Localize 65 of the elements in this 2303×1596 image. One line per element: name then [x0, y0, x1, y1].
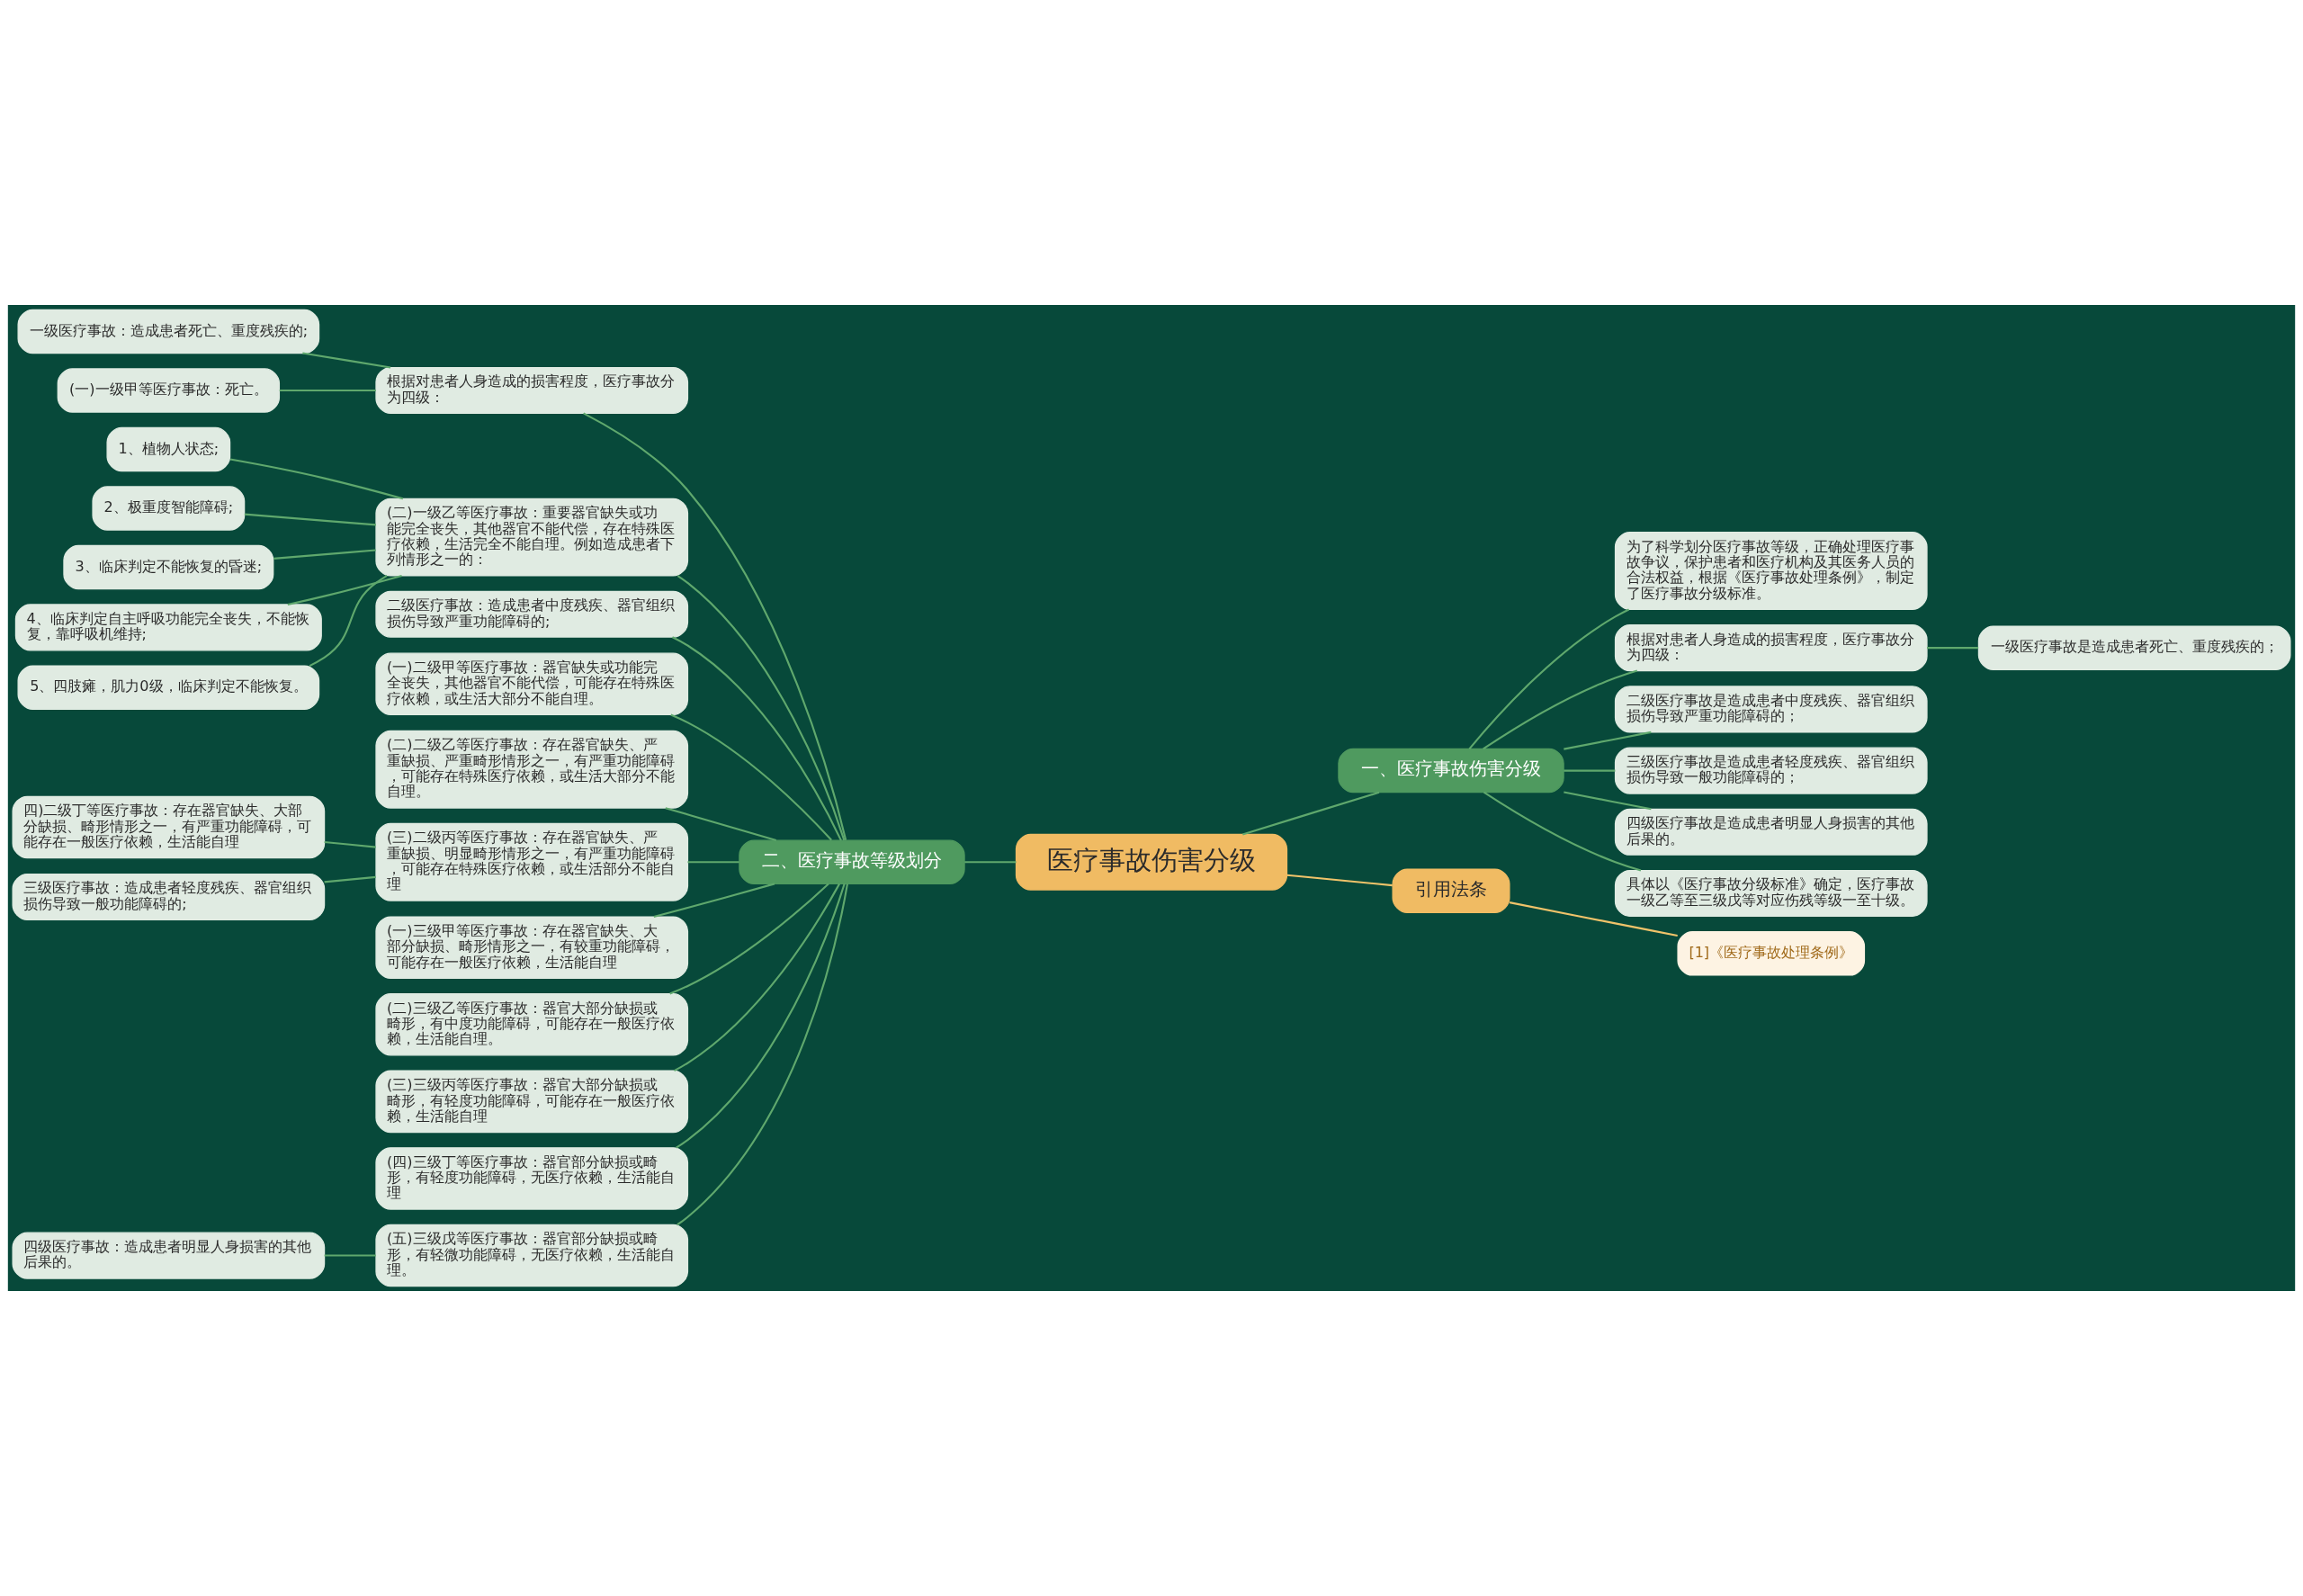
node-box: 三级医疗事故是造成患者轻度残疾、器官组织损伤导致一般功能障碍的；	[1614, 747, 1928, 794]
node-box: 一级医疗事故是造成患者死亡、重度残疾的；	[1977, 625, 2291, 670]
connector	[1564, 791, 1652, 811]
node-box: 1、植物人状态;	[106, 426, 231, 472]
connector	[309, 575, 388, 668]
connector	[677, 883, 848, 1226]
node-box: (五)三级戊等医疗事故：器官部分缺损或畸形，有轻微功能障碍，无医疗依赖，生活能自理。	[375, 1224, 689, 1287]
connector	[1286, 874, 1393, 887]
connector	[324, 1254, 376, 1257]
node-box: 四级医疗事故是造成患者明显人身损害的其他后果的。	[1614, 808, 1928, 856]
connector	[244, 513, 377, 526]
connector	[273, 549, 376, 560]
node-box: 2、极重度智能障碍;	[92, 486, 246, 531]
node-box: (二)一级乙等医疗事故：重要器官缺失或功能完全丧失，其他器官不能代偿，存在特殊医疗依赖，生活完全不能自理。例如造成患者下列情形之一的：	[375, 498, 689, 577]
node-box: (三)三级丙等医疗事故：器官大部分缺损或畸形，有轻度功能障碍，可能存在一般医疗依赖，生活能自理	[375, 1070, 689, 1134]
connector	[324, 840, 376, 848]
connector	[229, 458, 404, 500]
node-box: 四级医疗事故：造成患者明显人身损害的其他后果的。	[12, 1232, 326, 1279]
connector	[676, 883, 846, 1149]
connector	[1483, 791, 1642, 872]
connector	[674, 883, 841, 1072]
connector	[670, 713, 832, 841]
connector	[1927, 647, 1979, 650]
connector	[1468, 608, 1630, 750]
node-box: 二级医疗事故是造成患者中度残疾、器官组织损伤导致严重功能障碍的；	[1614, 686, 1928, 733]
node-box: 二、医疗事故等级划分	[739, 839, 965, 884]
connector	[1483, 669, 1638, 750]
connector	[1564, 731, 1652, 750]
node-box: (二)三级乙等医疗事故：器官大部分缺损或畸形，有中度功能障碍，可能存在一般医疗依赖，生活能自理。	[375, 993, 689, 1056]
connector	[287, 574, 402, 606]
node-box: (一)一级甲等医疗事故：死亡。	[57, 368, 281, 413]
node-box: (二)二级乙等医疗事故：存在器官缺失、严重缺损、严重畸形情形之一，有严重功能障碍，可能存在特殊医疗依赖，或生活大部分不能自理。	[375, 730, 689, 809]
connector	[279, 389, 376, 392]
node-box: 为了科学划分医疗事故等级，正确处理医疗事故争议，保护患者和医疗机构及其医务人员的合法权益，根据《医疗事故处理条例》，制定了医疗事故分级标准。	[1614, 532, 1928, 611]
node-box: 引用法条	[1392, 868, 1510, 914]
connector	[677, 575, 846, 841]
connector	[583, 412, 847, 840]
connector	[1509, 901, 1678, 937]
connector	[653, 883, 775, 919]
node-box: 三级医疗事故：造成患者轻度残疾、器官组织损伤导致一般功能障碍的;	[12, 873, 326, 921]
connector	[665, 807, 777, 842]
node-box: (一)三级甲等医疗事故：存在器官缺失、大部分缺损、畸形情形之一，有较重功能障碍，可能存在一般医疗依赖，生活能自理	[375, 916, 689, 979]
node-box: [1]《医疗事故处理条例》	[1677, 931, 1866, 976]
node-box: 根据对患者人身造成的损害程度，医疗事故分为四级：	[375, 366, 689, 415]
node-box: 具体以《医疗事故分级标准》确定，医疗事故一级乙等至三级戊等对应伤残等级一至十级。	[1614, 869, 1928, 918]
connector	[1564, 769, 1616, 772]
node-box: 医疗事故伤害分级	[1015, 833, 1288, 891]
node-box: 3、临床判定不能恢复的昏迷;	[63, 544, 274, 590]
node-box: 一、医疗事故伤害分级	[1338, 748, 1564, 794]
node-box: 根据对患者人身造成的损害程度，医疗事故分为四级：	[1614, 624, 1928, 672]
node-box: (三)二级丙等医疗事故：存在器官缺失、严重缺损、明显畸形情形之一，有严重功能障碍，可能存在特殊医疗依赖，或生活部分不能自理	[375, 822, 689, 901]
node-box: (四)三级丁等医疗事故：器官部分缺损或畸形，有轻度功能障碍，无医疗依赖，生活能自理	[375, 1147, 689, 1210]
connector	[1242, 791, 1380, 836]
node-box: (一)二级甲等医疗事故：器官缺失或功能完全丧失，其他器官不能代偿，可能存在特殊医疗依赖，或生活大部分不能自理。	[375, 652, 689, 716]
node-box: 二级医疗事故：造成患者中度残疾、器官组织损伤导致严重功能障碍的;	[375, 590, 689, 638]
connector	[302, 352, 391, 369]
node-box: 一级医疗事故：造成患者死亡、重度残疾的;	[17, 309, 320, 354]
connector	[669, 883, 829, 995]
connector	[964, 861, 1017, 864]
node-box: 5、四肢瘫，肌力0级，临床判定不能恢复。	[17, 665, 320, 711]
node-box: 四)二级丁等医疗事故：存在器官缺失、大部分缺损、畸形情形之一，有严重功能障碍，可能存在一般医疗依赖，生活能自理	[12, 795, 326, 859]
connector	[324, 875, 376, 883]
node-box: 4、临床判定自主呼吸功能完全丧失，不能恢复，靠呼吸机维持;	[14, 604, 322, 651]
connector	[672, 636, 842, 841]
connector	[687, 861, 739, 864]
